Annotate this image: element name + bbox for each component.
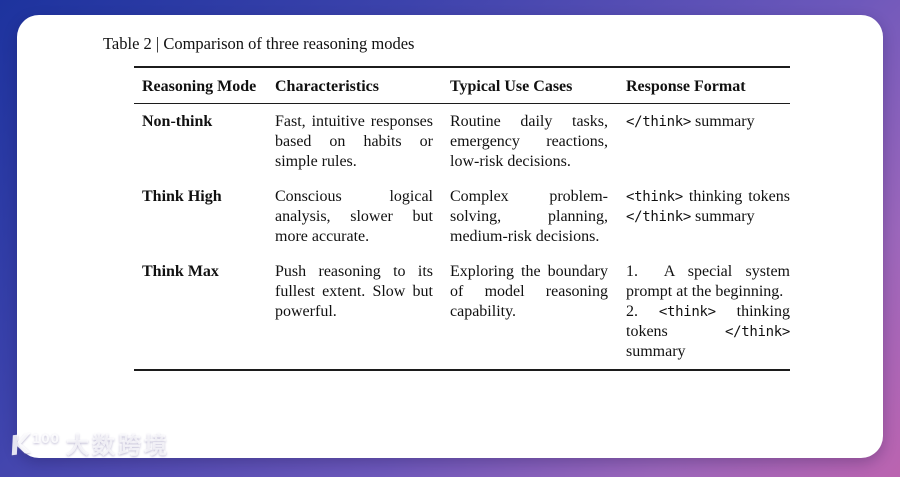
cell-mode: Think High bbox=[142, 188, 222, 205]
table-row-think-high: Think High Conscious logical analysis, s… bbox=[134, 179, 790, 254]
cell-mode: Non-think bbox=[142, 113, 213, 130]
watermark: K 100 大数跨境 bbox=[7, 428, 170, 463]
header-response-format: Response Format bbox=[626, 78, 746, 95]
table-row-think-max: Think Max Push reasoning to its fullest … bbox=[134, 254, 790, 370]
table-caption: Table 2 | Comparison of three reasoning … bbox=[103, 34, 415, 53]
cell-characteristics: Push reasoning to its fullest extent. Sl… bbox=[275, 263, 433, 320]
table-row-non-think: Non-think Fast, intuitive responses base… bbox=[134, 104, 790, 180]
cell-characteristics: Fast, intuitive responses based on habit… bbox=[275, 113, 433, 170]
cell-characteristics: Conscious logical analysis, slower but m… bbox=[275, 188, 433, 245]
header-row: Reasoning Mode Characteristics Typical U… bbox=[134, 67, 790, 104]
watermark-k-icon: K bbox=[7, 428, 33, 463]
watermark-100-badge: 100 bbox=[31, 432, 60, 446]
cell-response-format: 1. A special system prompt at the beginn… bbox=[626, 263, 794, 360]
cell-use-cases: Exploring the boundary of model reasonin… bbox=[450, 263, 608, 320]
header-characteristics: Characteristics bbox=[275, 78, 379, 95]
header-reasoning-mode: Reasoning Mode bbox=[142, 78, 257, 95]
cell-use-cases: Routine daily tasks, emergency reactions… bbox=[450, 113, 608, 170]
watermark-brand-name: 大数跨境 bbox=[66, 433, 170, 459]
reasoning-modes-table: Reasoning Mode Characteristics Typical U… bbox=[134, 66, 790, 371]
cell-response-format: <think> thinking tokens </think> summary bbox=[626, 188, 794, 225]
cell-mode: Think Max bbox=[142, 263, 219, 280]
cell-response-format: </think> summary bbox=[626, 113, 755, 130]
paper-table-card: Table 2 | Comparison of three reasoning … bbox=[17, 15, 883, 458]
cell-use-cases: Complex problem-solving, planning, mediu… bbox=[450, 188, 608, 245]
header-typical-use-cases: Typical Use Cases bbox=[450, 78, 573, 95]
